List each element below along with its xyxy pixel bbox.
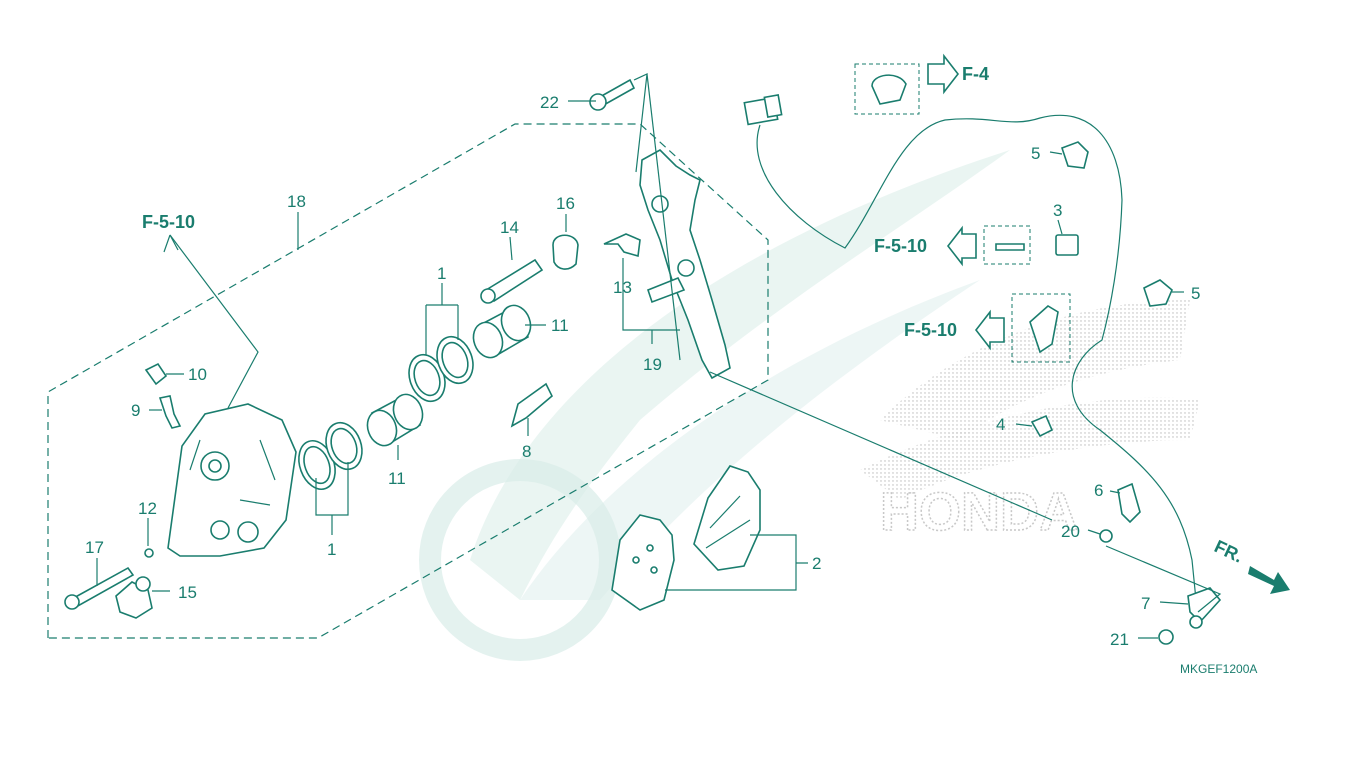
clamp-5-top [1060, 141, 1089, 169]
callout-17[interactable]: 17 [85, 538, 104, 557]
caliper-seals-left [298, 421, 363, 491]
callout-2[interactable]: 2 [812, 554, 821, 573]
abs-sensor-wiring [743, 94, 1222, 629]
o-ring [144, 548, 154, 558]
bleeder-cap [144, 362, 168, 386]
callout-20[interactable]: 20 [1061, 522, 1080, 541]
callout-8[interactable]: 8 [522, 442, 531, 461]
caliper-pin [480, 258, 544, 304]
clip-4 [1030, 414, 1054, 438]
callout-16[interactable]: 16 [556, 194, 575, 213]
pin-plug [115, 576, 153, 619]
callout-1-upper[interactable]: 1 [437, 264, 446, 283]
caliper-seals-right [408, 335, 474, 403]
ref-box-f510-mid [983, 225, 1031, 265]
bolt-20 [1099, 529, 1113, 543]
callout-19[interactable]: 19 [643, 355, 662, 374]
callout-12[interactable]: 12 [138, 499, 157, 518]
ref-label-f510-mid[interactable]: F-5-10 [874, 236, 927, 256]
brake-pads [611, 465, 761, 611]
arrow-f4 [927, 53, 960, 95]
caliper-piston-left [366, 393, 424, 447]
ref-box-f510-lower [1011, 293, 1071, 363]
ref-box-f4 [854, 63, 920, 115]
arrow-f510-lower [974, 309, 1005, 351]
direction-label: FR. [1211, 536, 1246, 566]
pad-retainer-clip [603, 233, 641, 258]
callout-15[interactable]: 15 [178, 583, 197, 602]
callout-6[interactable]: 6 [1094, 481, 1103, 500]
clamp-5-mid [1143, 279, 1173, 307]
callout-18[interactable]: 18 [287, 192, 306, 211]
callout-1-lower[interactable]: 1 [327, 540, 336, 559]
bracket-3 [995, 234, 1079, 256]
caliper-assembly-outline [47, 123, 769, 639]
ref-label-f510-top-left[interactable]: F-5-10 [142, 212, 195, 232]
bolt-21 [1158, 629, 1174, 645]
brake-caliper-body [167, 403, 297, 557]
caliper-piston-right [472, 304, 532, 359]
pin-bolt [64, 566, 135, 610]
callout-11-upper[interactable]: 11 [551, 316, 569, 335]
ref-label-f4[interactable]: F-4 [962, 64, 989, 84]
watermark-wordmark: HONDA [880, 482, 1078, 542]
arrow-f510-mid [946, 225, 977, 267]
diagram-code: MKGEF1200A [1180, 662, 1257, 676]
callout-14[interactable]: 14 [500, 218, 519, 237]
callout-11-lower[interactable]: 11 [388, 469, 406, 488]
stay-6 [1117, 482, 1141, 524]
callout-5-upper[interactable]: 5 [1031, 144, 1040, 163]
ref-label-f510-lower[interactable]: F-5-10 [904, 320, 957, 340]
callout-4[interactable]: 4 [996, 415, 1005, 434]
flange-bolt-22 [589, 78, 636, 111]
callout-22[interactable]: 22 [540, 93, 559, 112]
callout-9[interactable]: 9 [131, 401, 140, 420]
pin-boot [552, 234, 579, 270]
callout-10[interactable]: 10 [188, 365, 207, 384]
callout-7[interactable]: 7 [1141, 594, 1150, 613]
callout-13[interactable]: 13 [613, 278, 632, 297]
callout-3[interactable]: 3 [1053, 201, 1062, 220]
pad-spring [510, 382, 553, 428]
front-direction-arrow [1248, 566, 1290, 594]
callout-5-lower[interactable]: 5 [1191, 284, 1200, 303]
callout-21[interactable]: 21 [1110, 630, 1129, 649]
leader-lines [96, 73, 1222, 639]
bleeder-screw [158, 395, 182, 429]
